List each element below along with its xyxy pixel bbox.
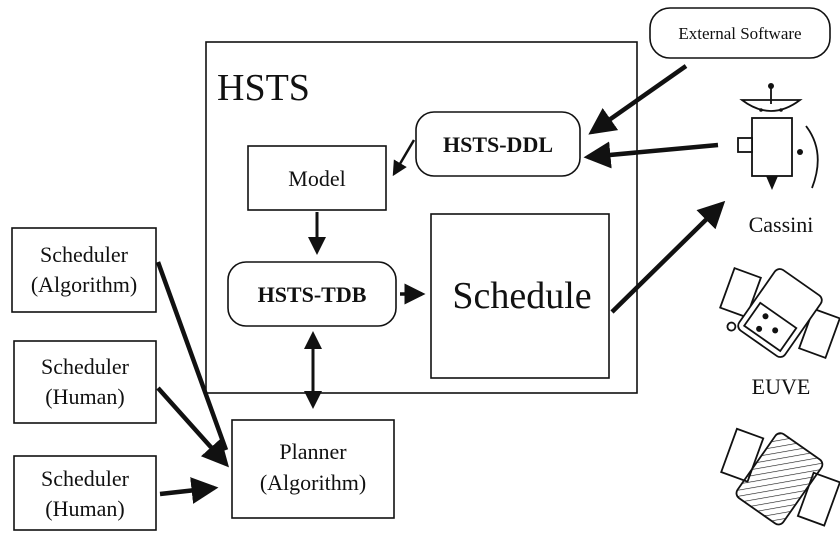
arrow-external-to-ddl — [588, 64, 688, 135]
external-software-label: External Software — [678, 24, 801, 43]
connector-arrows — [155, 64, 726, 504]
arrow-schedule-to-cassini — [610, 200, 726, 314]
scheduler-human-1-line2: (Human) — [45, 384, 124, 409]
satellite-icon — [720, 427, 840, 527]
scheduler-human-2-line2: (Human) — [45, 496, 124, 521]
schedule-node: Schedule — [430, 213, 610, 379]
hsts-ddl-label: HSTS-DDL — [443, 132, 553, 157]
scheduler-algorithm-node: Scheduler (Algorithm) — [11, 227, 157, 313]
cassini-spacecraft-icon — [737, 83, 819, 190]
euve-satellite-icon — [719, 267, 840, 359]
hsts-tdb-node: HSTS-TDB — [227, 261, 397, 327]
arrow-scheduler-human-2-to-planner — [159, 477, 219, 504]
arrow-scheduler-human-1-to-planner — [156, 386, 230, 468]
model-label: Model — [288, 166, 345, 191]
model-node: Model — [247, 145, 387, 211]
scheduler-human-2-line1: Scheduler — [41, 466, 130, 491]
arrow-scheduler-algorithm-to-planner — [155, 261, 229, 451]
scheduler-algorithm-line1: Scheduler — [40, 242, 129, 267]
arrow-ddl-to-model — [392, 139, 416, 177]
planner-node: Planner (Algorithm) — [231, 419, 395, 519]
planner-line2: (Algorithm) — [260, 470, 366, 495]
planner-line1: Planner — [279, 439, 347, 464]
scheduler-human-1-line1: Scheduler — [41, 354, 130, 379]
hsts-tdb-label: HSTS-TDB — [258, 282, 367, 307]
scheduler-human-node-1: Scheduler (Human) — [13, 340, 157, 424]
external-software-node: External Software — [649, 7, 831, 59]
scheduler-algorithm-line2: (Algorithm) — [31, 272, 137, 297]
schedule-label: Schedule — [452, 275, 591, 317]
cassini-label: Cassini — [749, 212, 814, 237]
scheduler-human-node-2: Scheduler (Human) — [13, 455, 157, 531]
arrow-cassini-to-ddl — [583, 141, 719, 169]
hsts-ddl-node: HSTS-DDL — [415, 111, 581, 177]
euve-label: EUVE — [752, 374, 811, 399]
hsts-title: HSTS — [217, 67, 310, 109]
